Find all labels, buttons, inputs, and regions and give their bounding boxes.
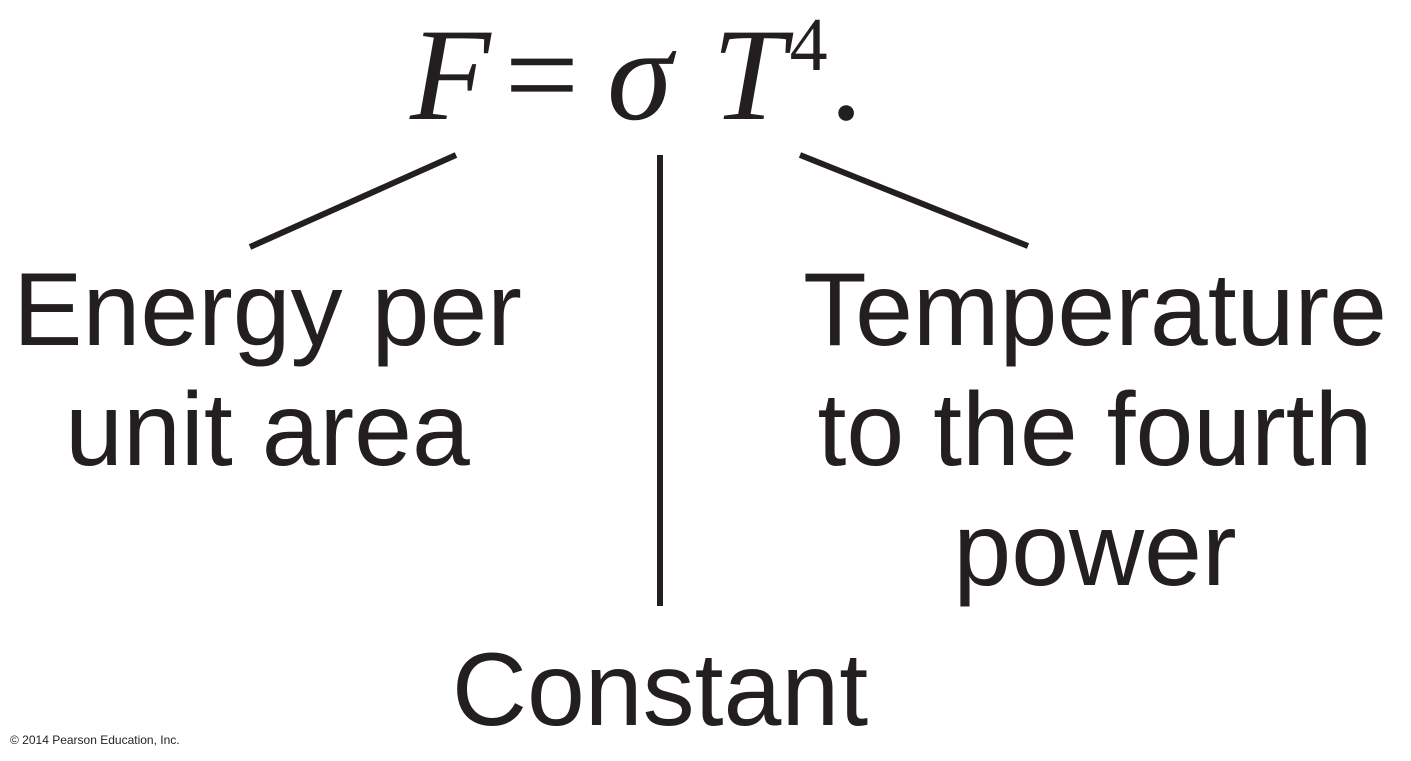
label-temperature-line2: to the fourth (817, 372, 1373, 488)
copyright: © 2014 Pearson Education, Inc. (10, 733, 180, 747)
label-temperature-line3: power (953, 492, 1237, 608)
label-temperature: Temperature to the fourth power (780, 250, 1410, 610)
formula-exponent: 4 (789, 3, 828, 87)
label-temperature-line1: Temperature (803, 252, 1387, 368)
label-flux: Energy per unit area (0, 250, 535, 490)
connector-flux (248, 152, 458, 250)
formula-sigma: σ (607, 1, 673, 148)
formula-period: . (829, 1, 863, 148)
label-constant: Constant (451, 632, 869, 748)
connector-temperature (798, 152, 1030, 249)
label-flux-line1: Energy per (13, 252, 522, 368)
formula-equals: = (504, 1, 580, 148)
label-flux-line2: unit area (65, 372, 470, 488)
formula-flux-symbol: F (410, 1, 491, 148)
formula-temperature: T (712, 1, 786, 148)
